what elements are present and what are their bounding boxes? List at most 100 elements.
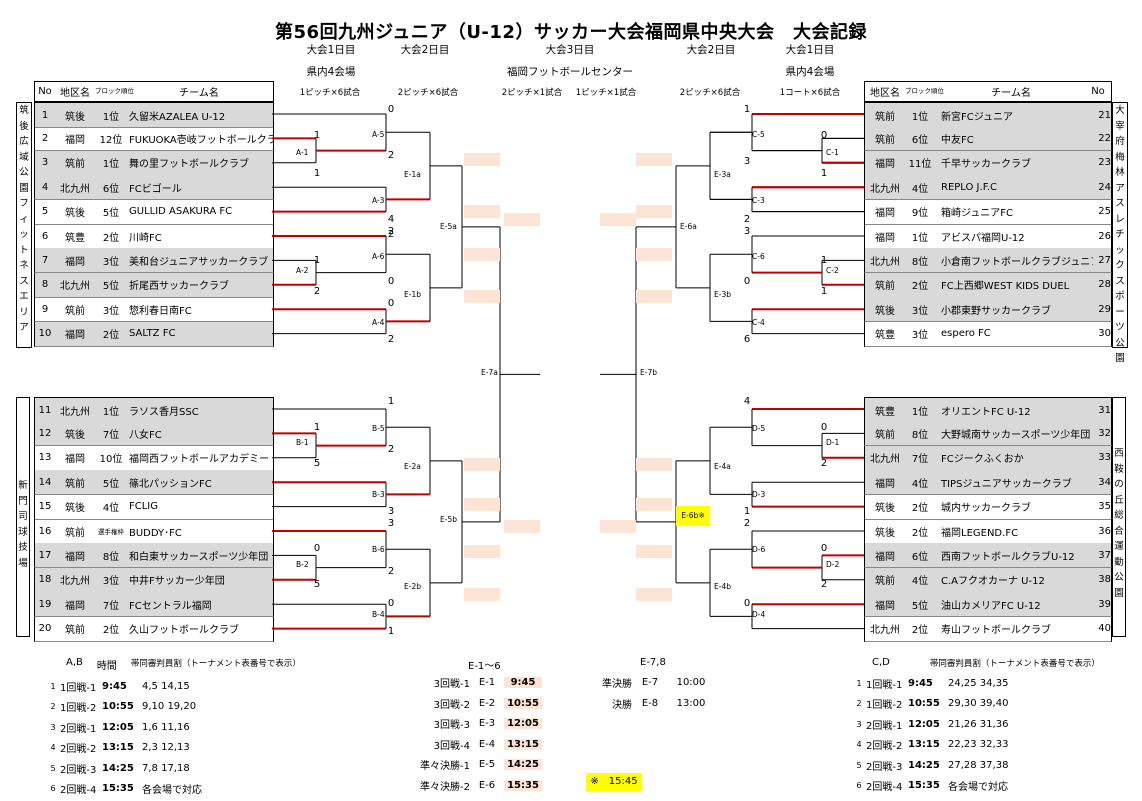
- score: 1: [743, 506, 751, 517]
- team-name: FC上西郷WEST KIDS DUEL: [941, 281, 1070, 293]
- team-rank: 7位: [911, 454, 929, 466]
- venue-left-1: 県内4会場: [306, 66, 356, 78]
- team-area: 北九州: [60, 576, 90, 588]
- team-area: 筑豊: [875, 330, 895, 342]
- team-no: 35: [1098, 501, 1111, 513]
- schedule-cell: 4: [50, 743, 56, 753]
- score: 2: [387, 150, 395, 161]
- match-label: D-4: [752, 610, 766, 619]
- schedule-cell: 1: [856, 678, 862, 688]
- match-label: D-5: [752, 424, 766, 433]
- score-slot-left: [464, 458, 500, 471]
- schedule-cell: 4,5 14,15: [142, 680, 190, 692]
- schedule-left-time-header: 時間: [96, 661, 117, 672]
- team-no: 37: [1098, 549, 1111, 561]
- match-label: E-7b: [640, 368, 657, 377]
- team-name: FCビゴール: [129, 183, 182, 195]
- team-area: 筑後: [65, 208, 85, 220]
- schedule-cell: 1回戦-2: [866, 700, 903, 712]
- schedule-cell: 1回戦-2: [60, 703, 97, 715]
- team-area: 福岡: [65, 256, 85, 268]
- score: 3: [387, 518, 395, 529]
- right-table-header: 地区名 ブロック順位 チーム名 No: [864, 81, 1112, 102]
- score-slot-center-right: [600, 213, 636, 226]
- team-rank: 3位: [911, 305, 929, 317]
- schedule-cell: 2回戦-2: [60, 744, 97, 756]
- match-label: C-4: [752, 318, 765, 327]
- schedule-left-ab: A,B: [66, 657, 83, 668]
- team-rank: 選手権枠: [98, 528, 124, 536]
- schedule-right-cd: C,D: [872, 657, 890, 668]
- match-label: A-3: [372, 196, 385, 205]
- score-slot-right: [636, 545, 672, 558]
- day-header-center-3: 大会3日目: [545, 44, 595, 56]
- team-name: 美和台ジュニアサッカークラブ: [129, 256, 269, 268]
- schedule-cell: 5: [856, 760, 862, 770]
- team-no: 27: [1098, 254, 1111, 266]
- team-no: 31: [1098, 404, 1111, 416]
- team-no: 12: [38, 427, 52, 439]
- schedule-center-header: E-1～6: [468, 661, 501, 672]
- team-name: FCセントラル福岡: [129, 600, 212, 612]
- left-header-block: ブロック順位: [95, 87, 134, 95]
- format-center-b: 1ピッチ×1試合: [575, 88, 637, 98]
- match-label: E-5a: [440, 222, 457, 231]
- team-name: espero FC: [941, 328, 991, 340]
- score: 3: [387, 506, 395, 517]
- format-right-1: 1コート×6試合: [779, 88, 841, 98]
- score-slot-center-left: [504, 213, 540, 226]
- team-area: 筑後: [65, 111, 85, 123]
- team-name: 福岡西フットボールアカデミー: [129, 454, 269, 466]
- team-rank: 1位: [911, 111, 929, 123]
- score: 0: [743, 598, 751, 609]
- schedule-cell: 9,10 19,20: [142, 701, 197, 713]
- team-name: 箱崎ジュニアFC: [941, 208, 1014, 220]
- team-no: 30: [1098, 328, 1111, 340]
- score: 4: [743, 396, 751, 407]
- score: 3: [743, 156, 751, 167]
- score-slot-right: [636, 248, 672, 261]
- schedule-center-note: ※ 15:45: [586, 773, 642, 791]
- team-area: 筑前: [875, 576, 895, 588]
- score: 0: [387, 298, 395, 309]
- team-area: 筑前: [875, 134, 895, 146]
- team-rank: 5位: [102, 208, 120, 220]
- score: 2: [743, 518, 751, 529]
- team-rank: 2位: [911, 527, 929, 539]
- team-no: 23: [1098, 157, 1111, 169]
- team-rank: 8位: [911, 256, 929, 268]
- team-no: 36: [1098, 525, 1111, 537]
- format-right-2: 2ピッチ×6試合: [679, 88, 741, 98]
- schedule-cell: 15:35: [504, 779, 542, 791]
- team-no: 21: [1098, 109, 1111, 121]
- team-no: 17: [38, 549, 52, 561]
- schedule-cell: 24,25 34,35: [948, 677, 1009, 689]
- team-no: 40: [1098, 623, 1111, 635]
- match-label: A-2: [296, 266, 309, 275]
- team-no: 24: [1098, 181, 1111, 193]
- schedule-cell: 12:05: [908, 718, 940, 730]
- team-rank: 6位: [102, 183, 120, 195]
- left-header-team: チーム名: [179, 88, 219, 99]
- team-rank: 12位: [99, 134, 123, 146]
- schedule-cell: 10:55: [504, 697, 542, 709]
- team-no: 4: [41, 181, 49, 193]
- team-no: 5: [41, 206, 49, 218]
- score: 2: [387, 229, 395, 240]
